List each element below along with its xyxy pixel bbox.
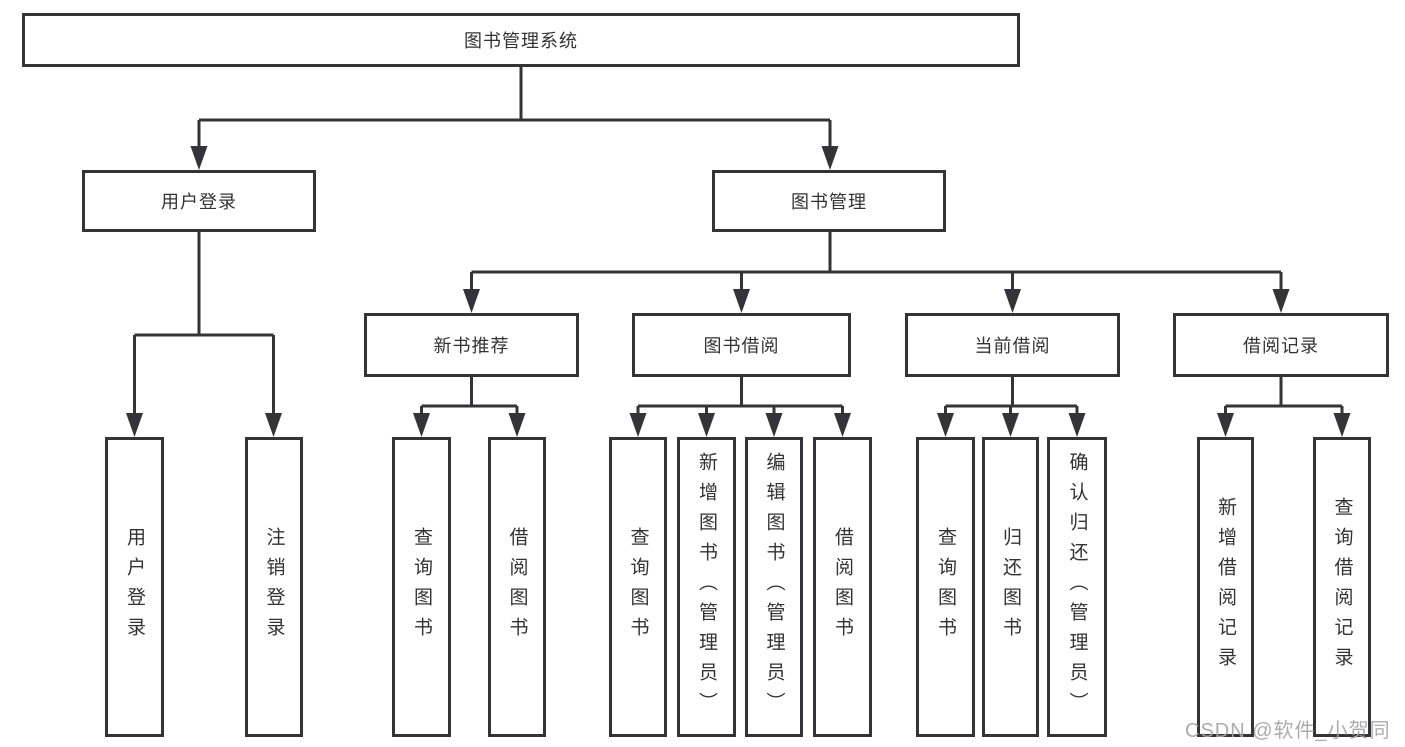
leaf-bb-add-books-label: 新增图书（管理员） (696, 452, 717, 722)
node-book-borrow-label: 图书借阅 (703, 336, 780, 356)
node-borrow-record: 借阅记录 (1173, 313, 1389, 377)
node-root: 图书管理系统 (22, 13, 1020, 67)
connector-newbookrec-to-leaves (413, 377, 526, 437)
leaf-rec-query-books: 查询图书 (392, 437, 451, 737)
leaf-bb-query-books-label: 查询图书 (627, 527, 649, 647)
leaf-cb-confirm-return: 确认归还（管理员） (1047, 437, 1107, 737)
leaf-bb-borrow-books-label: 借阅图书 (832, 527, 853, 647)
leaf-cb-return-books: 归还图书 (982, 437, 1039, 737)
leaf-bb-edit-books: 编辑图书（管理员） (745, 437, 803, 737)
node-user-login: 用户登录 (82, 170, 316, 232)
leaf-bb-add-books: 新增图书（管理员） (677, 437, 736, 737)
leaf-logout: 注销登录 (245, 437, 303, 737)
node-book-borrow: 图书借阅 (632, 313, 851, 377)
leaf-cb-query-books-label: 查询图书 (935, 527, 956, 647)
leaf-cb-query-books: 查询图书 (916, 437, 975, 737)
leaf-logout-label: 注销登录 (263, 527, 285, 647)
connector-bookmgmt-to-level3 (463, 232, 1290, 313)
node-new-book-rec-label: 新书推荐 (433, 336, 510, 356)
connector-currentborrow-to-leaves (937, 377, 1086, 437)
node-root-label: 图书管理系统 (464, 31, 578, 51)
node-new-book-rec: 新书推荐 (364, 313, 579, 377)
node-borrow-record-label: 借阅记录 (1243, 336, 1319, 356)
connector-borrowrecord-to-leaves (1217, 377, 1351, 437)
leaf-cb-return-books-label: 归还图书 (1000, 527, 1021, 647)
leaf-br-query-record: 查询借阅记录 (1313, 437, 1371, 737)
leaf-user-login-label: 用户登录 (124, 527, 145, 647)
node-book-mgmt: 图书管理 (712, 170, 946, 232)
connector-root-to-level2 (190, 67, 839, 170)
leaf-user-login: 用户登录 (105, 437, 164, 737)
leaf-br-query-record-label: 查询借阅记录 (1331, 497, 1353, 677)
node-book-mgmt-label: 图书管理 (791, 192, 867, 212)
node-user-login-label: 用户登录 (161, 192, 237, 212)
leaf-cb-confirm-return-label: 确认归还（管理员） (1066, 452, 1088, 722)
node-current-borrow-label: 当前借阅 (974, 336, 1051, 356)
node-current-borrow: 当前借阅 (905, 313, 1120, 377)
leaf-rec-query-books-label: 查询图书 (411, 527, 432, 647)
leaf-br-add-record-label: 新增借阅记录 (1215, 497, 1236, 677)
leaf-bb-borrow-books: 借阅图书 (813, 437, 872, 737)
connector-userlogin-to-leaves (126, 232, 282, 437)
connector-bookborrow-to-leaves (629, 377, 851, 437)
leaf-rec-borrow-books: 借阅图书 (488, 437, 546, 737)
leaf-rec-borrow-books-label: 借阅图书 (506, 527, 528, 647)
leaf-br-add-record: 新增借阅记录 (1197, 437, 1254, 737)
leaf-bb-edit-books-label: 编辑图书（管理员） (763, 452, 785, 722)
leaf-bb-query-books: 查询图书 (609, 437, 667, 737)
